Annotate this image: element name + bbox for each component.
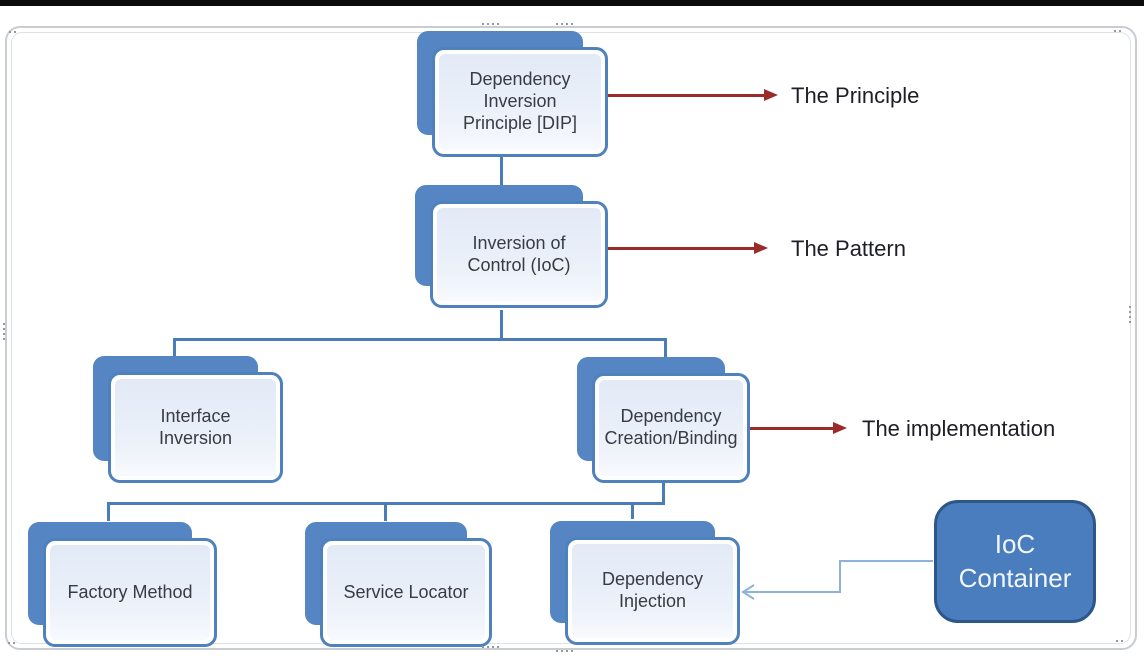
arrow-head-the-principle-icon bbox=[764, 89, 778, 101]
frame-tick-corner-tr bbox=[1114, 30, 1121, 32]
node-ioc-container-label: IoC Container bbox=[958, 528, 1072, 593]
frame-tick-corner-bl bbox=[8, 642, 15, 644]
frame-tick-bottom-a bbox=[482, 646, 499, 648]
node-dependency-injection: Dependency Injection bbox=[550, 521, 740, 645]
annotation-the-implementation: The implementation bbox=[862, 416, 1056, 441]
connector-drop-dependency-creation bbox=[664, 338, 667, 358]
node-interface-inversion: Interface Inversion bbox=[93, 356, 283, 483]
connector-ioc-down bbox=[500, 310, 503, 340]
node-dependency-creation-binding-label: Dependency Creation/Binding bbox=[604, 406, 738, 448]
node-ioc-label: Inversion of Control (IoC) bbox=[467, 232, 571, 275]
node-dependency-injection-label: Dependency Injection bbox=[601, 569, 704, 611]
connector-level3-splitter bbox=[173, 338, 667, 341]
node-factory-method-label: Factory Method bbox=[67, 581, 193, 602]
frame-tick-left bbox=[3, 323, 5, 340]
arrow-head-the-pattern-icon bbox=[754, 242, 768, 254]
frame-tick-corner-br bbox=[1116, 640, 1123, 642]
frame-tick-right bbox=[1129, 306, 1131, 323]
connector-dip-to-ioc bbox=[500, 157, 503, 187]
frame-tick-bottom-b bbox=[556, 650, 573, 652]
arrow-head-the-implementation-icon bbox=[833, 422, 847, 434]
node-dip: Dependency Inversion Principle [DIP] bbox=[417, 31, 608, 157]
top-border-bar bbox=[0, 0, 1144, 6]
annotation-the-pattern: The Pattern bbox=[791, 236, 906, 261]
connector-drop-service-locator bbox=[384, 502, 387, 521]
node-ioc-container: IoC Container bbox=[934, 500, 1096, 623]
annotation-the-principle: The Principle bbox=[791, 83, 920, 108]
node-service-locator-label: Service Locator bbox=[343, 581, 469, 602]
frame-tick-top-b bbox=[556, 23, 573, 25]
arrow-line-the-implementation bbox=[750, 427, 834, 430]
node-dip-label: Dependency Inversion Principle [DIP] bbox=[462, 69, 578, 133]
frame-tick-top-a bbox=[482, 23, 499, 25]
connector-ioc-container-to-dependency-injection bbox=[741, 560, 933, 600]
connector-drop-factory-method bbox=[107, 502, 110, 521]
node-factory-method: Factory Method bbox=[28, 522, 217, 647]
node-interface-inversion-label: Interface Inversion bbox=[158, 405, 233, 448]
connector-dcb-down bbox=[662, 483, 665, 505]
node-dependency-creation-binding: Dependency Creation/Binding bbox=[577, 357, 750, 483]
frame-tick-corner-tl bbox=[9, 31, 16, 33]
connector-drop-dependency-injection bbox=[631, 502, 634, 519]
connector-drop-interface-inversion bbox=[173, 338, 176, 358]
node-service-locator: Service Locator bbox=[305, 522, 492, 647]
node-ioc: Inversion of Control (IoC) bbox=[415, 185, 608, 308]
arrow-line-the-principle bbox=[608, 94, 764, 97]
arrow-line-the-pattern bbox=[608, 247, 754, 250]
